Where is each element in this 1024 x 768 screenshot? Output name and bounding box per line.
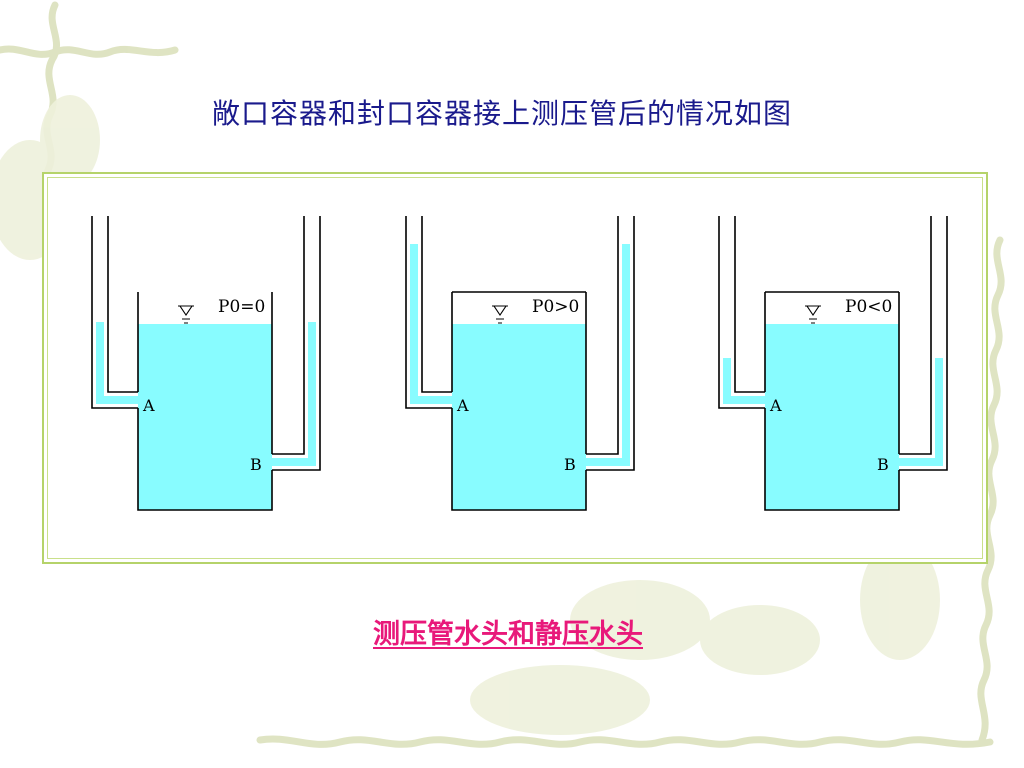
free-surface-icon xyxy=(178,305,194,324)
left-tube-water xyxy=(723,358,765,404)
pressure-label: P0<0 xyxy=(845,297,892,317)
point-a-label: A xyxy=(769,396,782,415)
container-panel-2: P0>0A B xyxy=(405,216,635,511)
left-tube-water xyxy=(410,244,452,404)
point-b-label: B xyxy=(877,455,889,474)
right-tube-walls xyxy=(899,216,948,471)
left-tube-walls xyxy=(91,216,138,409)
left-tube-water xyxy=(96,322,138,404)
point-b-label: B xyxy=(564,455,576,474)
pressure-label: P0>0 xyxy=(532,297,579,317)
right-tube-walls xyxy=(272,216,321,471)
pressure-label: P0=0 xyxy=(218,297,265,317)
tank-outline xyxy=(451,291,587,511)
container-panel-1: P0=0A B xyxy=(91,216,321,511)
piezometer-diagram: P0=0A B P0>0A B P0<0A B xyxy=(91,216,948,511)
point-b-label: B xyxy=(250,455,262,474)
tank-water xyxy=(765,324,899,510)
right-tube-water xyxy=(272,322,316,466)
container-panel-3: P0<0A B xyxy=(718,216,948,511)
point-a-label: A xyxy=(142,396,155,415)
tank-water xyxy=(452,324,586,510)
free-surface-icon xyxy=(805,305,821,324)
tank-outline xyxy=(764,291,900,511)
tank-outline xyxy=(137,292,273,511)
tank-water xyxy=(138,324,272,510)
slide-caption: 测压管水头和静压水头 xyxy=(373,619,643,650)
right-tube-walls xyxy=(586,216,635,471)
slide-title: 敞口容器和封口容器接上测压管后的情况如图 xyxy=(211,97,792,130)
right-tube-water xyxy=(899,358,943,466)
left-tube-walls xyxy=(718,216,765,409)
free-surface-icon xyxy=(492,305,508,324)
diagram-frame-inner xyxy=(47,177,983,559)
left-tube-walls xyxy=(405,216,452,409)
right-tube-water xyxy=(586,244,630,466)
point-a-label: A xyxy=(456,396,469,415)
